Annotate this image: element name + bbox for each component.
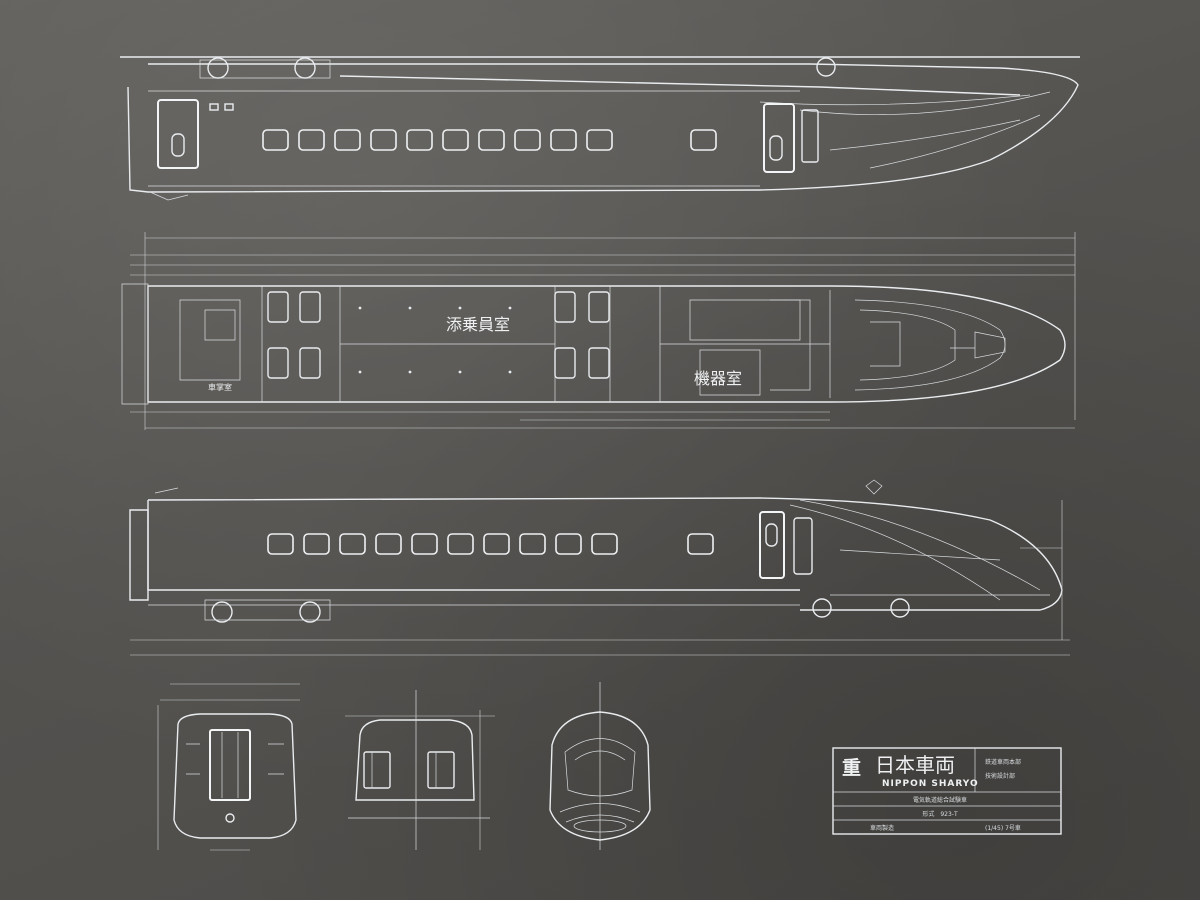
- top-side-elevation: [120, 56, 1080, 201]
- company-name-en: NIPPON SHARYO: [882, 779, 979, 789]
- note-right-1: 鉄道車両本部: [985, 758, 1021, 766]
- bogie-lower: [204, 598, 910, 623]
- note-right-2: 技術設計部: [985, 772, 1015, 780]
- end-view-section: [345, 690, 495, 850]
- window-row-top: [262, 129, 717, 151]
- bogie-top: [199, 57, 331, 79]
- company-name-jp: 日本車両: [875, 753, 955, 777]
- label-small-room: 車掌室: [208, 382, 232, 392]
- end-view-front-nose: [549, 682, 651, 850]
- seat-group-left: [267, 291, 610, 379]
- project-title: 電気軌道総合試験車: [913, 796, 967, 804]
- lower-side-elevation: [129, 479, 1070, 656]
- company-logo-mark: 重: [842, 757, 861, 779]
- label-crew-room: 添乗員室: [446, 315, 510, 334]
- title-block: 重 日本車両 NIPPON SHARYO 鉄道車両本部 技術設計部 電気軌道総合…: [832, 747, 1062, 835]
- model-number: 形式 923-T: [922, 810, 958, 818]
- door-lower: [759, 511, 785, 579]
- footer-left: 車両製造: [870, 824, 894, 832]
- label-equipment-room: 機器室: [694, 369, 742, 388]
- plan-view: 添乗員室 機器室 車掌室: [121, 232, 1076, 430]
- end-view-rear: [157, 683, 300, 851]
- window-row-lower: [267, 533, 714, 555]
- door-left-top: [157, 99, 199, 169]
- marker-diamond-icon: [865, 479, 883, 495]
- footer-right: (1/45) 7号車: [985, 824, 1021, 832]
- door-right-top: [763, 103, 795, 173]
- floor-markers: [358, 306, 512, 374]
